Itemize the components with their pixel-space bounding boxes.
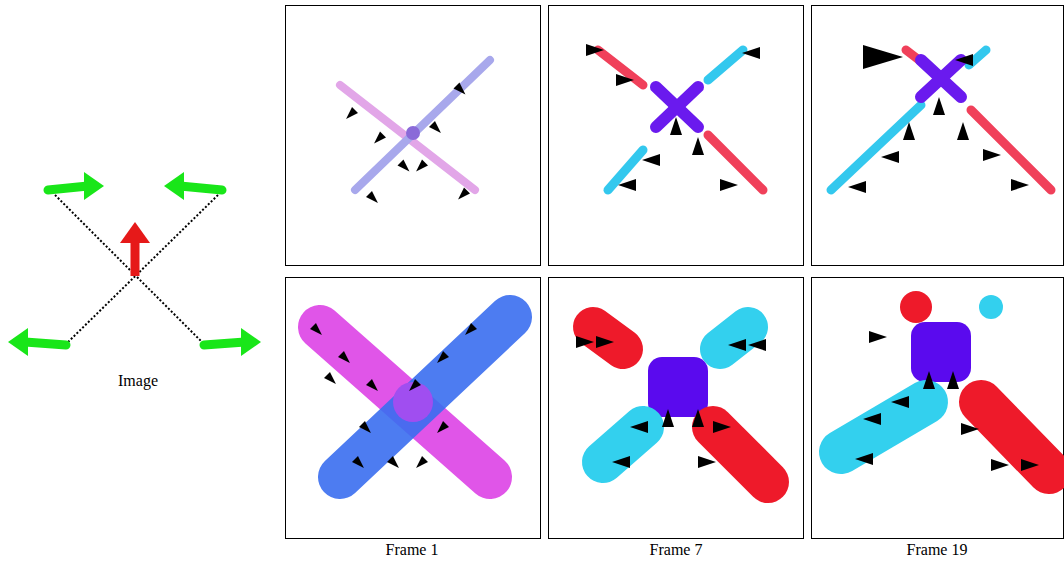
frame-label: Frame 7 xyxy=(650,541,703,559)
frame19-thick xyxy=(841,291,1049,472)
panel-frames xyxy=(286,6,1064,539)
frame19-thin xyxy=(831,45,1051,193)
frame7-thin xyxy=(586,44,763,191)
frame7-thick xyxy=(576,327,768,482)
frame1-thin xyxy=(340,60,490,206)
input-image xyxy=(8,172,261,356)
frame-label: Frame 19 xyxy=(907,541,968,559)
frame1-thick xyxy=(310,317,510,477)
frame-label: Frame 1 xyxy=(386,541,439,559)
image-label: Image xyxy=(118,372,158,390)
